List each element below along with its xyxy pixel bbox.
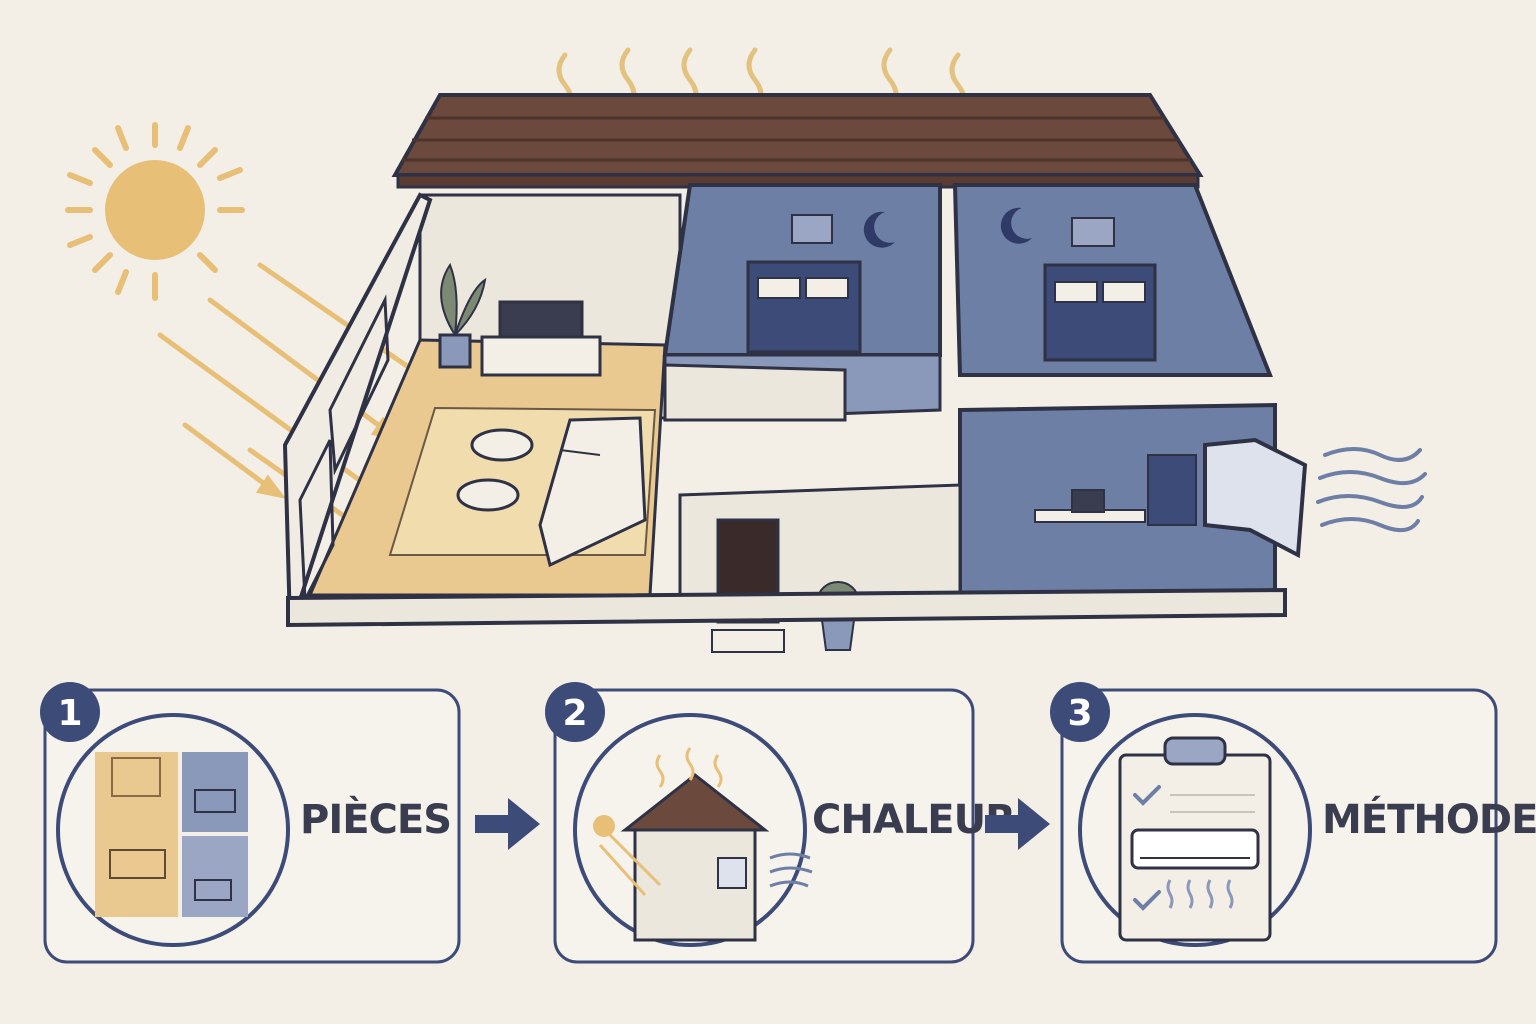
- wind-icon: [1316, 447, 1427, 533]
- moon-icon: [1000, 207, 1032, 244]
- house-cutaway: [282, 93, 1308, 653]
- arrow-right-icon: [985, 798, 1050, 850]
- clipboard-ac-icon: [1078, 713, 1312, 947]
- step-badge-3: 3: [1050, 682, 1110, 742]
- step-badge-1: 1: [40, 682, 100, 742]
- step-card-3: 3 MÉTHODE: [1050, 682, 1536, 964]
- roof: [391, 93, 1204, 177]
- step-card-2: 2 CHALEUR: [545, 682, 1016, 964]
- house-heat-icon: [573, 713, 813, 947]
- step-label: MÉTHODE: [1322, 795, 1536, 843]
- arrow-right-icon: [475, 798, 540, 850]
- moon-icon: [863, 211, 895, 248]
- step-label: CHALEUR: [812, 797, 1015, 843]
- step-number: 3: [1067, 693, 1092, 734]
- air-conditioner-icon: [1130, 828, 1260, 870]
- rooms-plan-icon: [56, 713, 290, 947]
- step-card-1: 1 PIÈCES: [40, 682, 461, 964]
- sun-icon: [65, 122, 245, 301]
- step-panels: 1 PIÈCES: [40, 682, 1536, 964]
- step-number: 2: [562, 693, 587, 734]
- sofa: [538, 416, 647, 568]
- step-number: 1: [57, 693, 82, 734]
- step-label: PIÈCES: [300, 795, 451, 843]
- checkmark-icon: [1133, 785, 1161, 911]
- step-badge-2: 2: [545, 682, 605, 742]
- open-window: [1203, 437, 1308, 559]
